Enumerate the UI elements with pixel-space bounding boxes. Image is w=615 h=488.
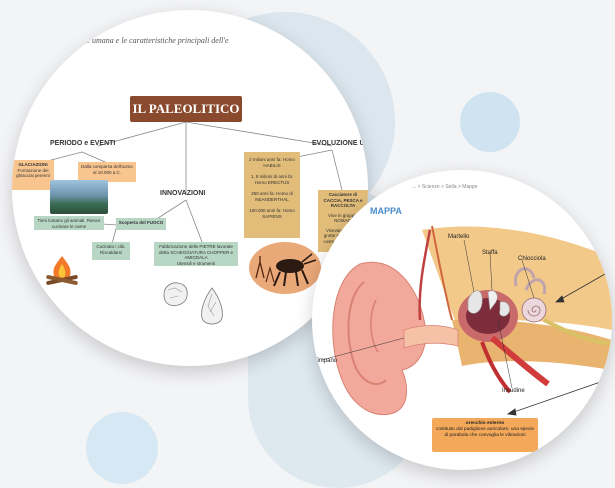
label-chiocciola: Chiocciola — [518, 256, 546, 262]
evolution-habilis: 2 milioni anni fa: Homo HABILIS — [246, 157, 298, 168]
box-fire-live: Cucinato i cibi. Riscaldarsi — [92, 242, 130, 260]
label-martello: Martello — [448, 234, 469, 240]
box-tools-main: Fabbricazione delle PIETRE lavorate dett… — [156, 244, 236, 261]
section-period: PERIODO e EVENTI — [50, 140, 115, 147]
stone-tool-amigdala-illustration — [198, 286, 226, 328]
landscape-photo — [50, 180, 108, 214]
stone-tool-chopper-illustration — [160, 280, 190, 308]
evolution-sapiens: 100.000 anni fa: Homo SAPIENS — [246, 208, 298, 219]
dot-top-right — [460, 92, 520, 152]
evolution-column: 2 milioni anni fa: Homo HABILIS 1, 8 mil… — [244, 152, 300, 238]
section-evolution: EVOLUZIONE U — [312, 140, 365, 147]
label-staffa: Staffa — [482, 250, 498, 256]
dot-bottom-left — [86, 412, 158, 484]
box-glaciations-sub: Formazione dei ghiacciai perenni — [14, 168, 52, 179]
mindmap-title: IL PALEOLITICO — [130, 96, 242, 122]
evolution-erectus: 1, 8 milioni di anni fa: Homo ERECTUS — [246, 174, 298, 185]
top-caption: specie umana e le caratteristiche princi… — [70, 36, 229, 45]
box-glaciations: GLACIAZIONI Formazione dei ghiacciai per… — [12, 160, 54, 190]
info-box-text: costituito dal padiglione auricolare, un… — [435, 427, 535, 439]
box-tools-sub: Utensili e strumenti — [156, 261, 236, 267]
box-glaciations-title: GLACIAZIONI — [14, 162, 52, 168]
label-timpano: Timpano — [314, 358, 337, 364]
info-box-outer-ear: orecchio esterno costituito dal padiglio… — [432, 418, 538, 452]
box-tools: Fabbricazione delle PIETRE lavorate dett… — [154, 242, 238, 266]
ear-anatomy-map-preview[interactable]: ... > Scienze > Sella > Mappe MAPPA — [312, 170, 612, 470]
box-fire-use: Tieni lontano gli animali. Riesce cucina… — [34, 216, 104, 230]
campfire-illustration — [42, 252, 82, 286]
box-fire: Scoperta del FUOCO — [116, 218, 166, 230]
section-innovation: INNOVAZIONI — [160, 190, 205, 197]
evolution-neanderthal: 250 anni fa: Homo di NEANDERTHAL — [246, 191, 298, 202]
box-period-span: Dalla comparsa dell'uomo al 10.000 a.C. — [78, 162, 136, 182]
label-incudine: Incudine — [502, 388, 525, 394]
